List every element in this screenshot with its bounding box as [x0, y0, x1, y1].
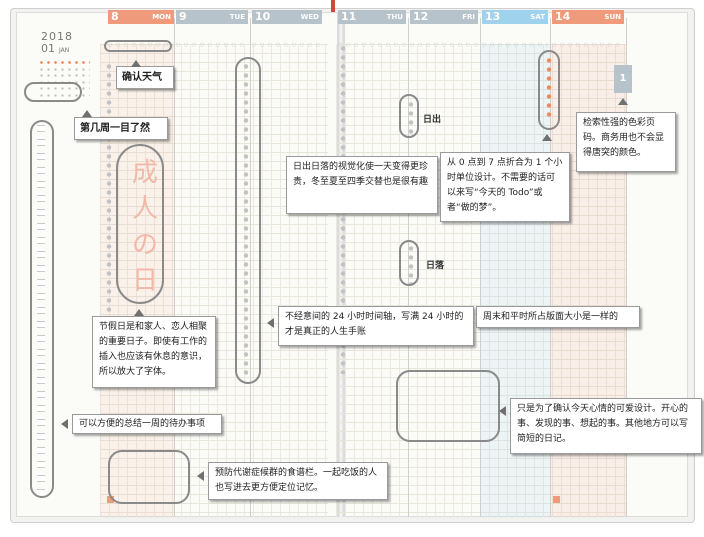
column-divider — [550, 18, 551, 517]
month-name: JAN — [59, 47, 70, 54]
week-number-highlight — [24, 82, 82, 102]
sunset-label: 日落 — [426, 261, 445, 271]
day-name: THU — [386, 13, 403, 21]
sunrise-dots — [408, 100, 414, 136]
column-divider — [174, 18, 175, 517]
day-header-sat: 13 SAT — [482, 10, 548, 24]
callout-pointer — [499, 406, 506, 416]
bookmark-ribbon — [331, 0, 335, 14]
callout-weekly-todo: 可以方便的总结一周的待办事项 — [72, 414, 222, 434]
weather-icons: ○ ○ ○ ○ ○ ○ ○ ○ ○ ○ — [552, 42, 624, 48]
mood-highlight — [396, 370, 500, 442]
weather-icons: ○ ○ ○ ○ ○ ○ ○ ○ ○ ○ — [338, 42, 406, 48]
column-divider — [250, 18, 251, 517]
weather-icons: ○ ○ ○ ○ ○ ○ ○ ○ ○ ○ — [410, 42, 478, 48]
day-header-mon: 8 MON — [108, 10, 174, 24]
weather-icons: ○ ○ ○ ○ ○ ○ ○ ○ ○ ○ — [482, 42, 548, 48]
meal-highlight — [108, 450, 190, 504]
day-name: SUN — [604, 13, 621, 21]
day-name: FRI — [462, 13, 475, 21]
sunrise-highlight — [399, 94, 419, 138]
holiday-highlight — [116, 144, 164, 304]
day-number: 9 — [179, 10, 187, 23]
callout-hour-unit: 从 0 点到 7 点折合为 1 个小时单位设计。不需要的话可以来写“今天的 To… — [440, 152, 570, 222]
hour-unit-highlight — [538, 50, 560, 130]
sunset-highlight — [399, 240, 419, 286]
corner-marker — [553, 496, 560, 503]
weather-highlight — [104, 40, 172, 52]
callout-mood-design: 只是为了确认今天心情的可爱设计。开心的事、发现的事、想起的事。其他地方可以写简短… — [510, 398, 702, 454]
day-number: 11 — [341, 10, 357, 23]
callout-pointer — [542, 134, 552, 141]
callout-pointer — [82, 110, 92, 117]
column-divider — [480, 18, 481, 517]
day-number: 8 — [111, 10, 119, 23]
time-axis-dots — [106, 62, 112, 312]
day-number: 14 — [555, 10, 571, 23]
weekly-todo-checkboxes — [37, 125, 51, 495]
callout-time-axis: 不经意间的 24 小时时间轴，写满 24 小时的才是真正的人生手账 — [278, 306, 474, 346]
weather-icons: ○ ○ ○ ○ ○ ○ ○ ○ ○ ○ — [108, 42, 174, 48]
callout-confirm-weather: 确认天气 — [116, 66, 174, 89]
callout-index-color: 检索性强的色彩页码。商务用也不会显得唐突的颜色。 — [576, 112, 676, 172]
month-label: 01 JAN — [41, 42, 69, 55]
callout-pointer — [61, 419, 68, 429]
day-number: 10 — [255, 10, 271, 23]
day-name: MON — [152, 13, 171, 21]
day-number: 13 — [485, 10, 501, 23]
callout-sunrise-sunset: 日出日落的视觉化使一天变得更珍贵，冬至夏至四季交替也是很有趣 — [286, 156, 438, 214]
day-name: SAT — [530, 13, 545, 21]
weather-icons: ○ ○ ○ ○ ○ ○ ○ ○ ○ ○ — [176, 42, 248, 48]
todo-column-highlight — [30, 120, 54, 498]
weather-icons: ○ ○ ○ ○ ○ ○ ○ ○ ○ ○ — [252, 42, 322, 48]
callout-week-number: 第几周一目了然 — [74, 117, 168, 140]
callout-pointer — [618, 98, 628, 105]
callout-same-size: 周末和平时所占版面大小是一样的 — [476, 306, 640, 328]
callout-pointer — [197, 471, 204, 481]
day-header-fri: 12 FRI — [410, 10, 478, 24]
corner-marker — [107, 496, 114, 503]
callout-pointer — [131, 60, 141, 67]
callout-holiday: 节假日是和家人、恋人相聚的重要日子。即使有工作的插入也应该有休息的意识，所以放大… — [92, 316, 216, 388]
time-axis-highlight — [235, 57, 261, 384]
sunset-dots — [408, 244, 414, 284]
day-name: TUE — [229, 13, 245, 21]
callout-pointer — [267, 318, 274, 328]
callout-meal: 预防代谢症候群的食谱栏。一起吃饭的人也写进去更方便定位记忆。 — [208, 462, 388, 500]
month-number: 01 — [41, 42, 55, 55]
day-header-wed: 10 WED — [252, 10, 322, 24]
day-number: 12 — [413, 10, 429, 23]
day-name: WED — [300, 13, 319, 21]
day-header-sun: 14 SUN — [552, 10, 624, 24]
hour-unit-dots — [546, 56, 552, 118]
day-header-tue: 9 TUE — [176, 10, 248, 24]
time-axis-dots — [243, 62, 249, 378]
color-index-tab: 1 — [614, 65, 632, 93]
day-header-thu: 11 THU — [338, 10, 406, 24]
column-divider — [626, 18, 627, 517]
sunrise-label: 日出 — [423, 115, 442, 125]
year-label: 2018 — [41, 30, 73, 43]
callout-pointer — [134, 309, 144, 316]
